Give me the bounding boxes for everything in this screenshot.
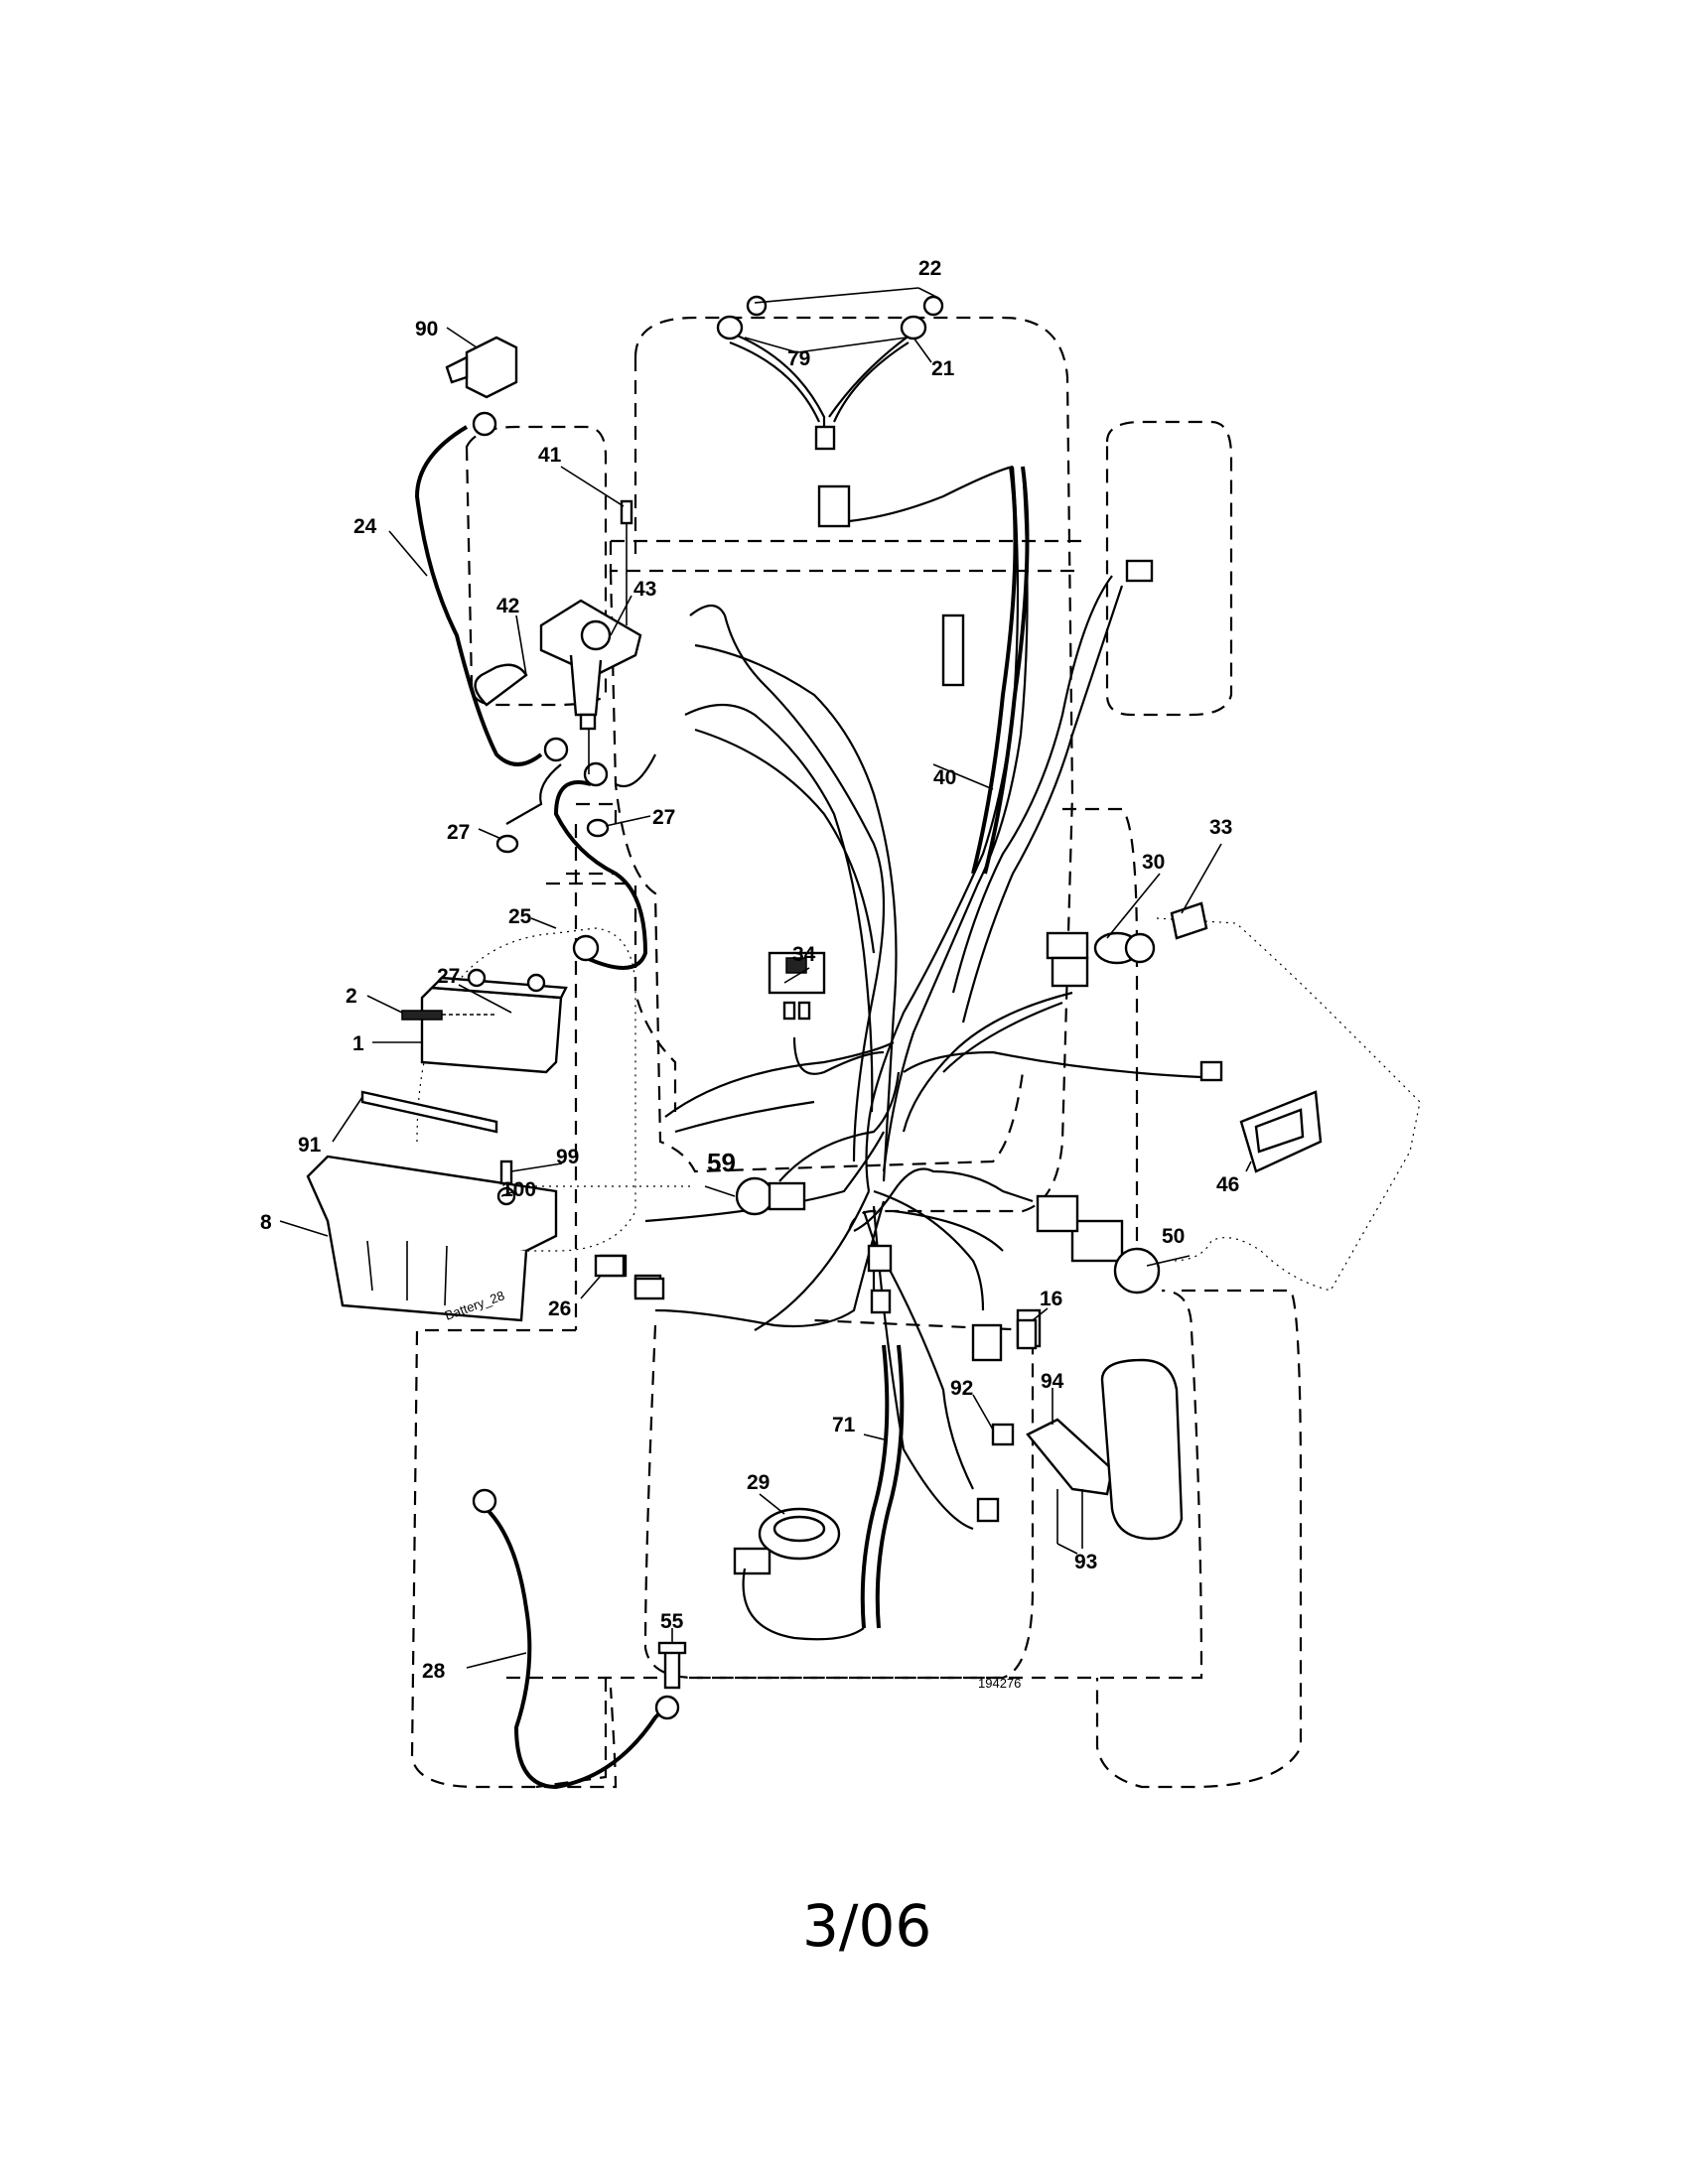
component-94 [1016,1318,1114,1549]
callout-55: 55 [660,1610,684,1633]
dotted-regions [416,917,1421,1292]
seat-outline [1100,1358,1184,1541]
connectors [599,484,1154,1575]
switch-50 [1070,1219,1161,1295]
nuts-27 [495,818,610,854]
callout-42: 42 [496,595,519,617]
component-90 [445,336,518,399]
callout-leaders [279,327,1252,1669]
callout-92: 92 [950,1377,973,1400]
callout-43: 43 [633,578,656,601]
callout-1: 1 [352,1032,364,1055]
callout-34: 34 [792,943,816,966]
connector-33 [1170,901,1208,940]
battery-assembly [306,411,680,1790]
callout-30: 30 [1142,851,1165,874]
callout-21: 21 [931,357,955,380]
callout-94: 94 [1041,1370,1064,1393]
callout-33: 33 [1209,816,1232,839]
callout-90: 90 [415,318,438,341]
coil-conduit-71 [860,1344,905,1629]
callout-28: 28 [422,1660,446,1683]
callout-99: 99 [556,1146,579,1168]
callout-22: 22 [918,257,941,280]
callout-40: 40 [933,766,956,789]
callout-8: 8 [260,1211,272,1234]
horn-29 [742,1507,865,1641]
callout-93: 93 [1074,1551,1097,1573]
solenoid-assembly [474,499,642,825]
switch-34 [768,951,826,1021]
callout-24: 24 [353,515,377,538]
component-46 [1199,1060,1323,1173]
fuse-26 [594,1254,665,1300]
bolt-55 [657,1641,687,1690]
component-59 [735,1176,806,1216]
harness-conduit-40 [971,466,1030,875]
headlight-assembly [716,287,944,451]
callout-79: 79 [787,347,810,370]
callout-25: 25 [508,905,532,928]
callout-100: 100 [501,1178,536,1201]
callout-41: 41 [538,444,562,467]
callout-16: 16 [1040,1288,1062,1310]
callout-27a: 27 [447,821,470,844]
page-date: 3/06 [802,1892,931,1960]
callout-27b: 27 [652,806,675,829]
callout-29: 29 [747,1471,770,1494]
callout-46: 46 [1216,1173,1239,1196]
callout-26: 26 [548,1297,571,1320]
callout-labels: 22 79 21 90 41 43 42 24 40 27 27 25 33 3… [260,257,1239,1960]
callout-59: 59 [707,1148,736,1177]
callout-50: 50 [1162,1225,1185,1248]
callout-71: 71 [832,1414,856,1436]
callout-27c: 27 [437,965,460,988]
callout-91: 91 [298,1134,322,1157]
diagram-number: 194276 [978,1676,1021,1691]
ignition-switch-30 [1046,931,1156,965]
callout-2: 2 [346,985,357,1008]
